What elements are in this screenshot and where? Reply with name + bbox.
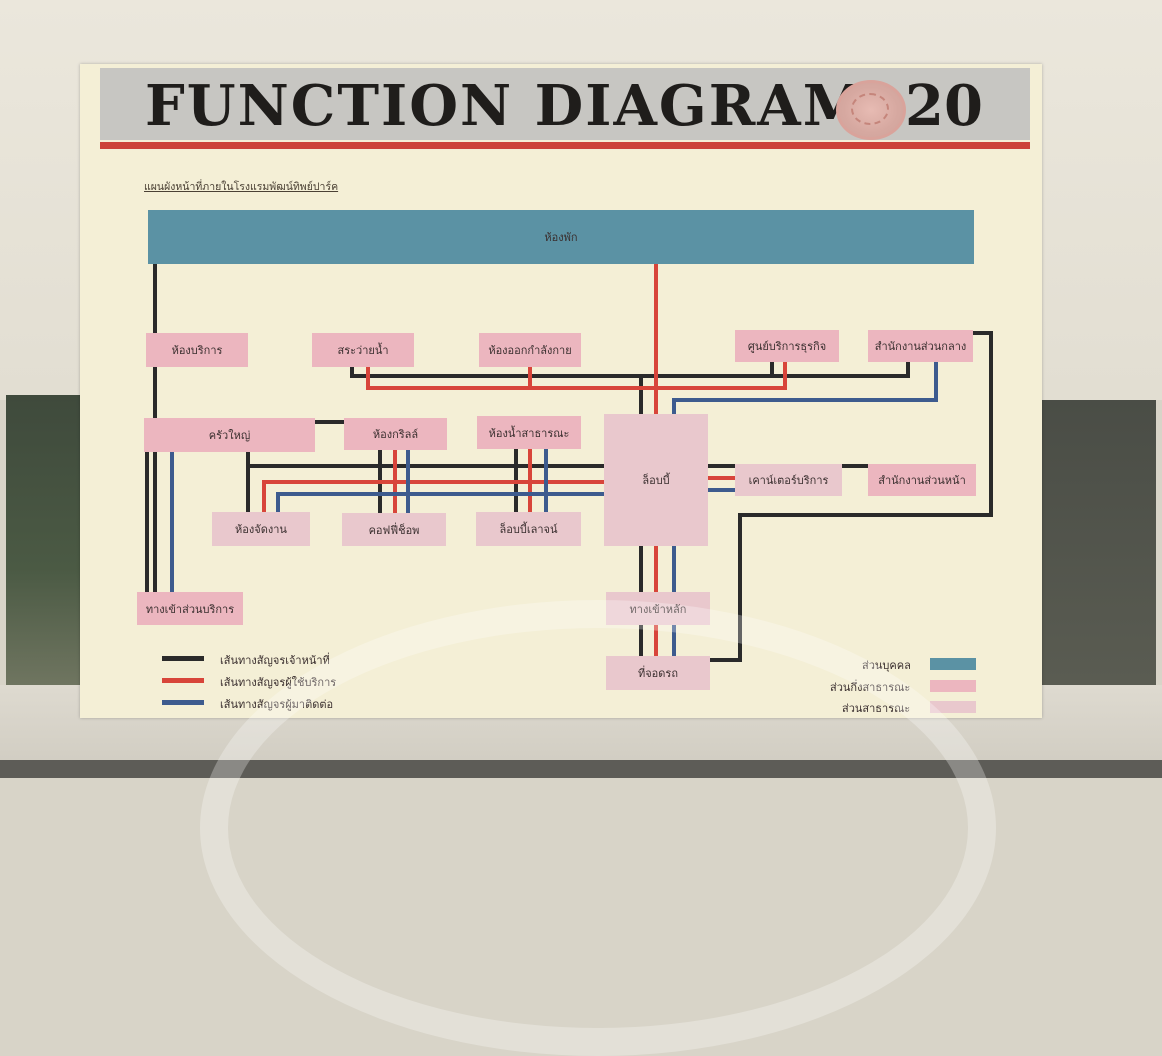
room-public-toilet: ห้องน้ำสาธารณะ bbox=[477, 416, 581, 449]
sheet-number: 20 bbox=[905, 73, 983, 139]
room-lobby: ล็อบบี้ bbox=[604, 414, 708, 546]
legend-private-swatch bbox=[930, 658, 976, 670]
room-parking: ที่จอดรถ bbox=[606, 656, 710, 690]
diagram-subtitle: แผนผังหน้าที่ภายในโรงแรมพัฒน์ทิพย์ปาร์ค bbox=[144, 181, 339, 193]
room-service-counter: เคาน์เตอร์บริการ bbox=[735, 464, 842, 496]
room-gym: ห้องออกกำลังกาย bbox=[479, 333, 581, 367]
room-banquet: ห้องจัดงาน bbox=[212, 512, 310, 546]
room-grill: ห้องกริลล์ bbox=[344, 418, 447, 450]
circulation-lines bbox=[145, 260, 993, 662]
room-guest-rooms: ห้องพัก bbox=[148, 210, 974, 264]
room-lobby-lounge: ล็อบบี้เลาจน์ bbox=[476, 512, 581, 546]
room-coffee-shop: คอฟฟี่ช็อพ bbox=[342, 513, 446, 546]
room-business-center: ศูนย์บริการธุรกิจ bbox=[735, 330, 839, 362]
legend-guest-label: เส้นทางสัญจรผู้ใช้บริการ bbox=[220, 676, 337, 689]
legend-public-label: ส่วนสาธารณะ bbox=[842, 702, 911, 715]
legend-public-swatch bbox=[930, 701, 976, 713]
staff-route-lines bbox=[145, 263, 993, 662]
room-pool: สระว่ายน้ำ bbox=[312, 333, 414, 367]
legend-semi-public-swatch bbox=[930, 680, 976, 692]
legend-guest-line bbox=[162, 678, 204, 683]
legend-private-label: ส่วนบุคคล bbox=[862, 659, 911, 672]
legend-semi-public-label: ส่วนกึ่งสาธารณะ bbox=[830, 681, 911, 694]
university-seal-icon bbox=[836, 80, 906, 140]
room-main-entrance: ทางเข้าหลัก bbox=[606, 592, 710, 625]
room-service: ห้องบริการ bbox=[146, 333, 248, 367]
guest-route-lines bbox=[262, 260, 787, 658]
legend-staff-line bbox=[162, 656, 204, 661]
legend-visitor-line bbox=[162, 700, 204, 705]
room-service-entrance: ทางเข้าส่วนบริการ bbox=[137, 592, 243, 625]
legend-staff-label: เส้นทางสัญจรเจ้าหน้าที่ bbox=[220, 654, 330, 667]
diagram-title: FUNCTION DIAGRAM bbox=[145, 73, 867, 139]
ledge-edge bbox=[0, 760, 1162, 778]
room-kitchen: ครัวใหญ่ bbox=[144, 418, 315, 452]
legend-visitor-label: เส้นทางสัญจรผู้มาติดต่อ bbox=[220, 698, 334, 711]
room-back-office: สำนักงานส่วนกลาง bbox=[868, 330, 973, 362]
title-rule bbox=[100, 142, 1030, 149]
window-right bbox=[1036, 400, 1156, 685]
visitor-route-lines bbox=[170, 360, 938, 658]
room-front-office: สำนักงานส่วนหน้า bbox=[868, 464, 976, 496]
